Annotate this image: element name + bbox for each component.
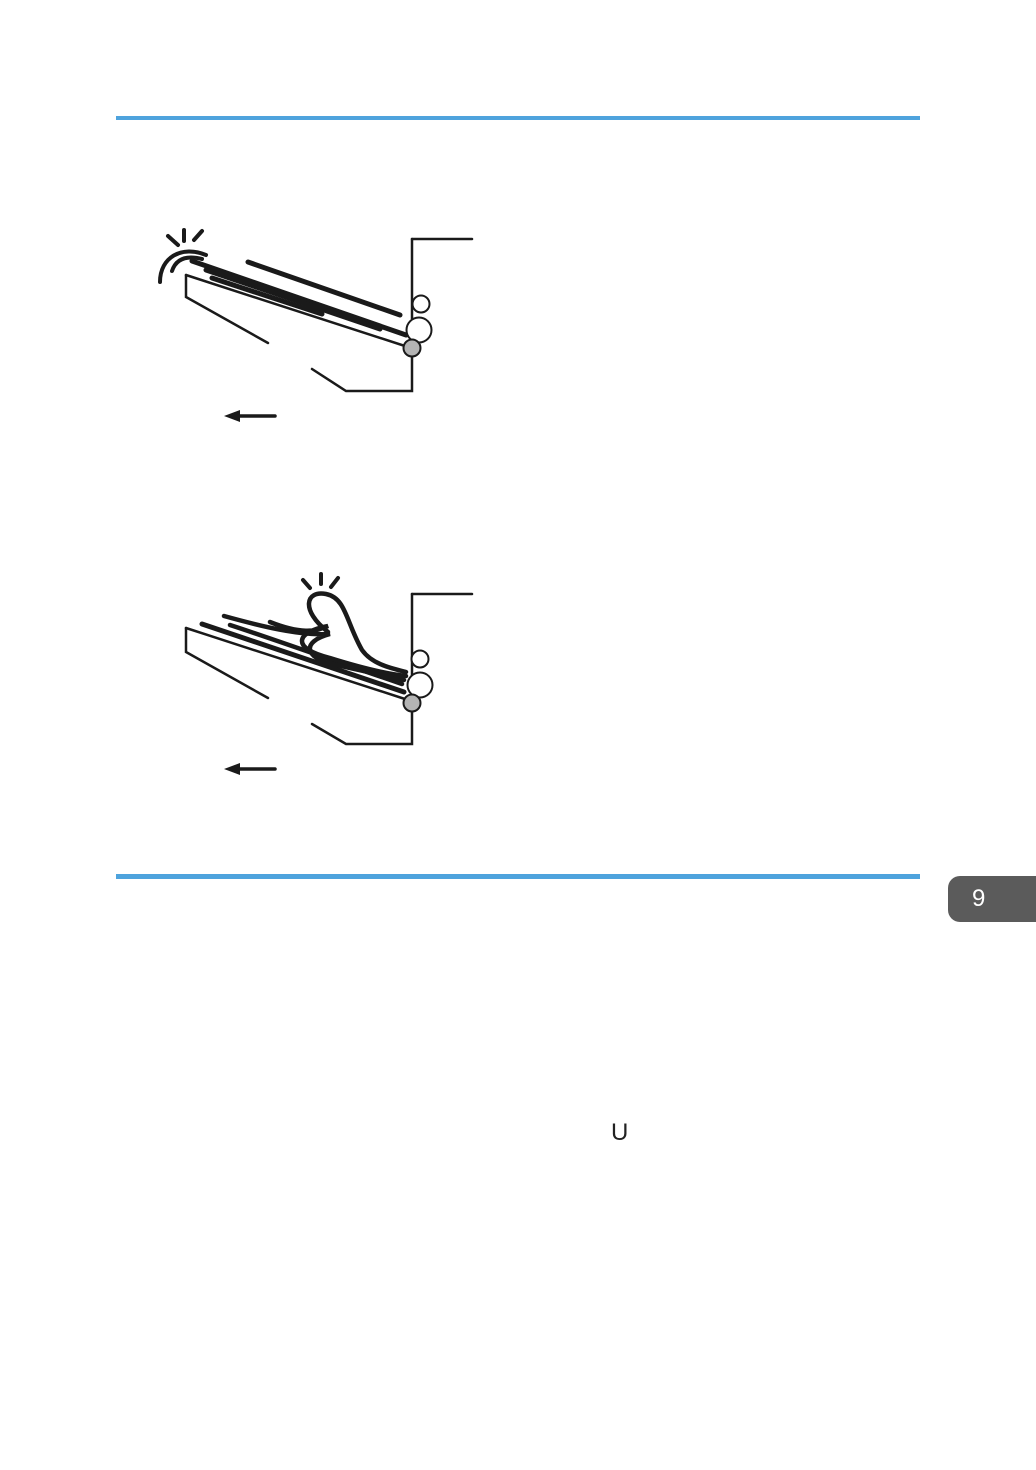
text-fragment: U — [611, 1121, 628, 1145]
top-divider — [116, 116, 920, 120]
paper-curl-illustration — [150, 215, 490, 435]
wrinkled-paper-icon — [150, 570, 490, 790]
paper-wrinkle-illustration — [150, 570, 490, 790]
section-divider — [116, 874, 920, 879]
chapter-tab: 9 — [948, 876, 1036, 922]
curled-paper-icon — [150, 215, 490, 435]
